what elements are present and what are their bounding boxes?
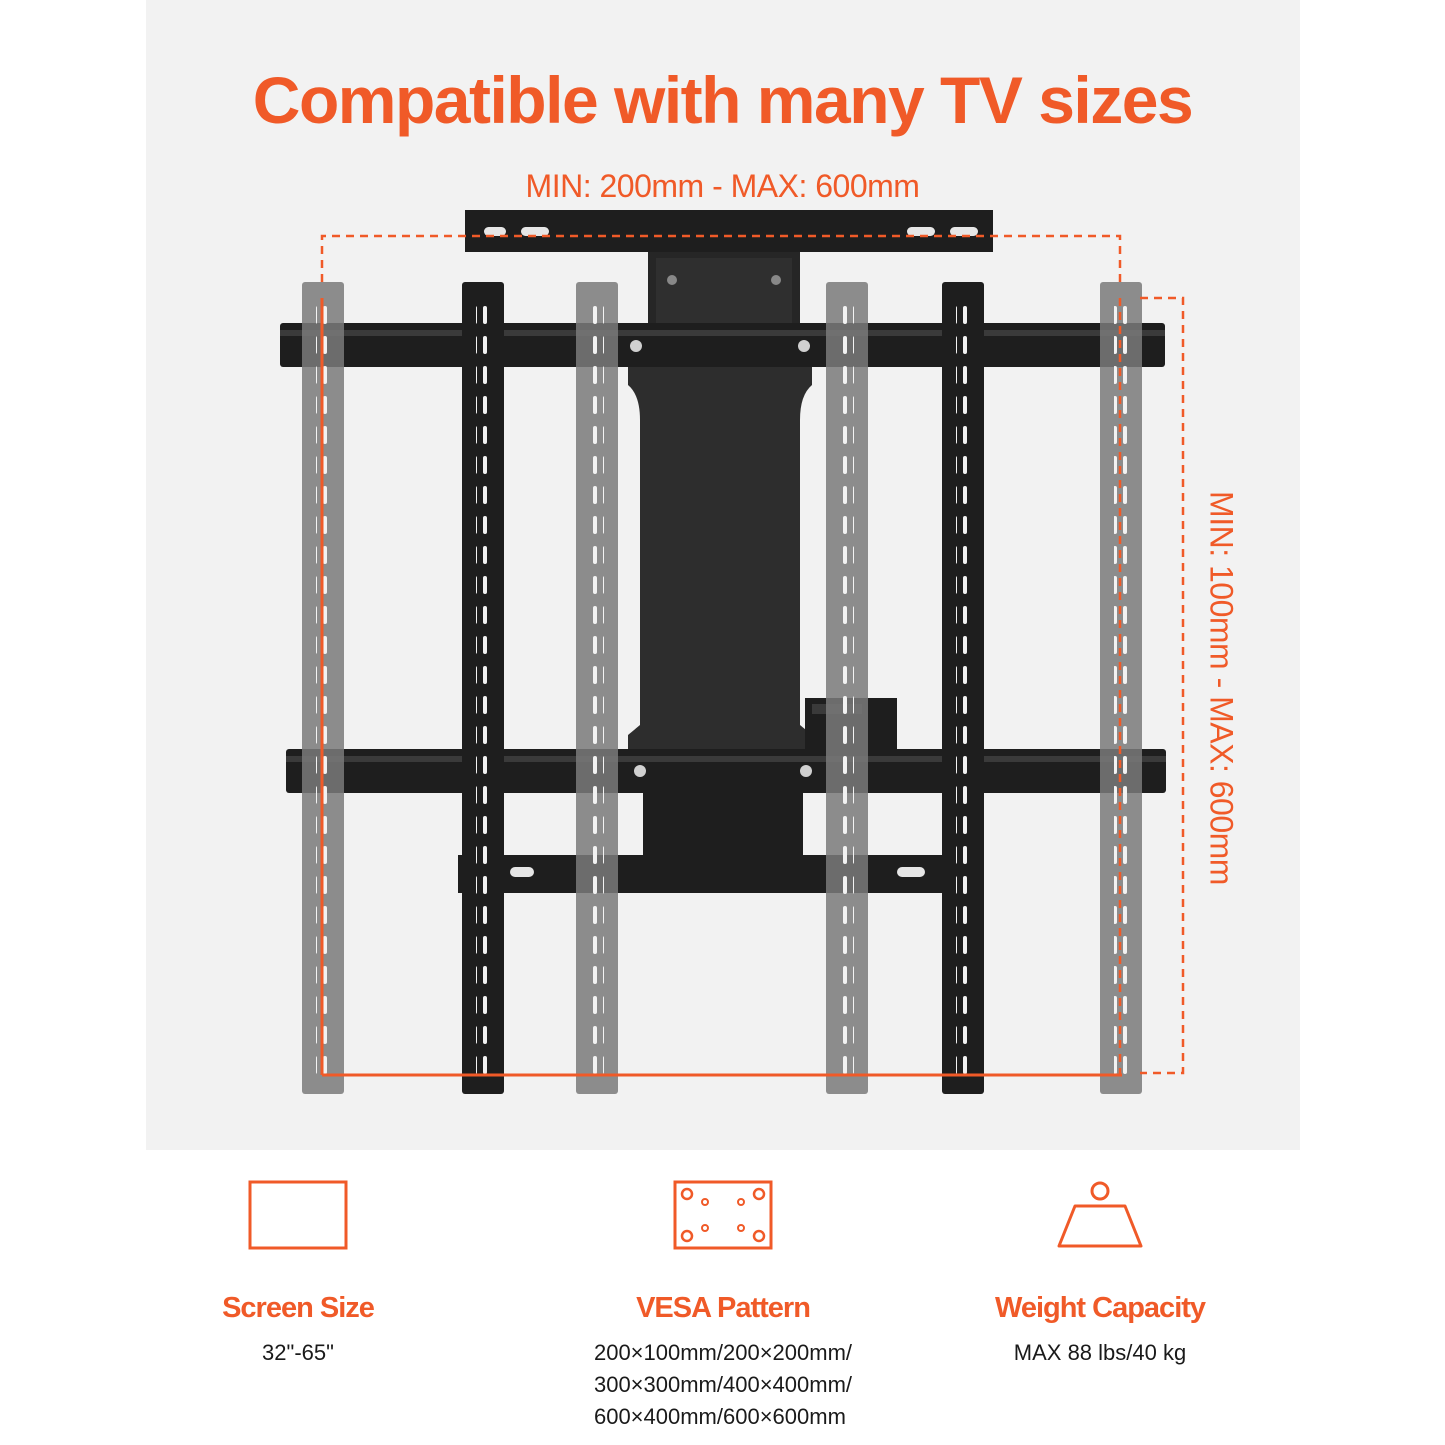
arm-gray-2 xyxy=(576,282,618,1094)
vesa-line: 200×100mm/200×200mm/ xyxy=(593,1340,853,1365)
tv-mount-illustration xyxy=(280,210,1185,1094)
upper-rail xyxy=(280,323,1165,367)
top-wall-plate xyxy=(465,210,993,252)
feature-weight-capacity: Weight Capacity MAX 88 lbs/40 kg xyxy=(910,1180,1290,1369)
vesa-line: 600×400mm/600×600mm xyxy=(593,1404,846,1429)
dimension-lines xyxy=(320,234,1185,1077)
feature-title: VESA Pattern xyxy=(636,1292,811,1324)
screen-icon xyxy=(248,1180,348,1250)
lower-rail xyxy=(286,749,1166,793)
arm-gray-3 xyxy=(826,282,868,1094)
vesa-icon xyxy=(673,1180,773,1250)
feature-vesa-pattern: VESA Pattern 200×100mm/200×200mm/ 300×30… xyxy=(533,1180,913,1433)
feature-value: 200×100mm/200×200mm/ 300×300mm/400×400mm… xyxy=(594,1337,852,1433)
feature-value: MAX 88 lbs/40 kg xyxy=(1013,1340,1187,1365)
feature-title: Screen Size xyxy=(222,1292,375,1324)
vesa-line: 300×300mm/400×400mm/ xyxy=(593,1372,853,1397)
arm-gray-4 xyxy=(1100,282,1142,1094)
feature-title: Weight Capacity xyxy=(994,1292,1206,1324)
arm-black-1 xyxy=(462,282,504,1094)
lower-bracket xyxy=(458,790,958,893)
pivot-bracket xyxy=(648,252,800,330)
arm-black-2 xyxy=(942,282,984,1094)
weight-icon xyxy=(1057,1181,1143,1248)
width-range-label: MIN: 200mm - MAX: 600mm xyxy=(525,168,920,204)
feature-value: 32"-65" xyxy=(262,1340,334,1365)
feature-screen-size: Screen Size 32"-65" xyxy=(108,1180,488,1369)
page-title: Compatible with many TV sizes xyxy=(252,63,1194,137)
vertical-arms xyxy=(302,282,1142,1094)
